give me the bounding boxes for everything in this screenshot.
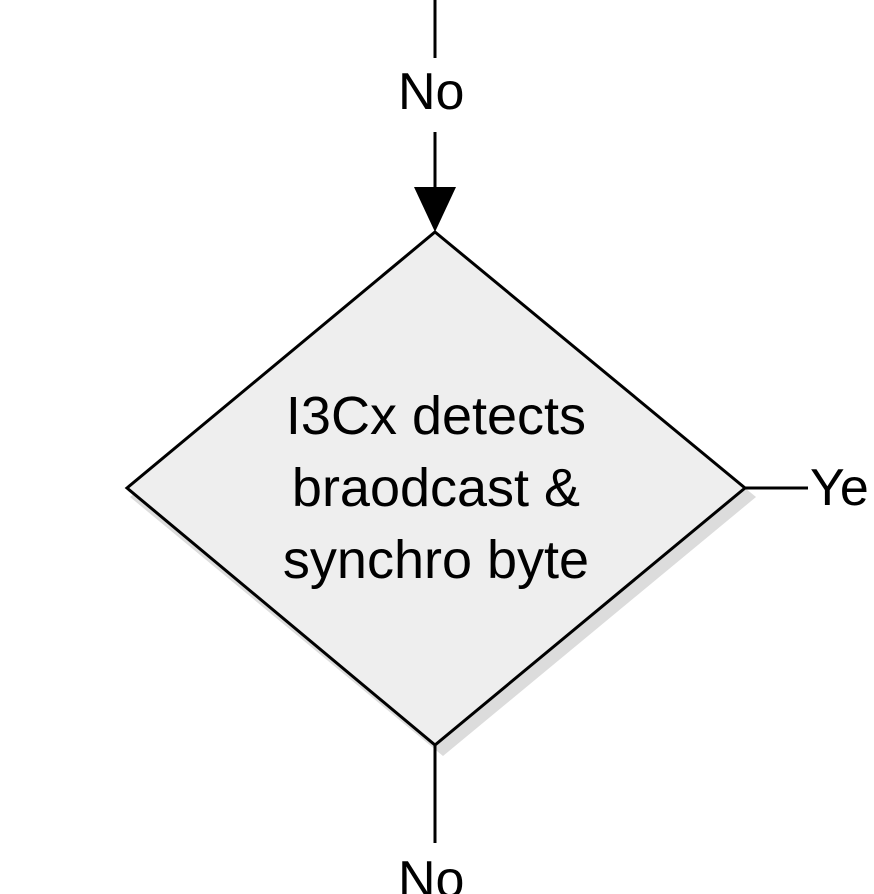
decision-line-2: braodcast & bbox=[291, 458, 581, 518]
top-branch-label: No bbox=[398, 63, 465, 121]
arrowhead-down bbox=[414, 187, 456, 232]
decision-text: I3Cx detects braodcast & synchro byte bbox=[236, 380, 636, 596]
bottom-branch-label: No bbox=[398, 851, 465, 894]
decision-line-3: synchro byte bbox=[282, 530, 590, 590]
right-branch-label: Ye bbox=[810, 459, 869, 517]
decision-line-1: I3Cx detects bbox=[285, 386, 587, 446]
